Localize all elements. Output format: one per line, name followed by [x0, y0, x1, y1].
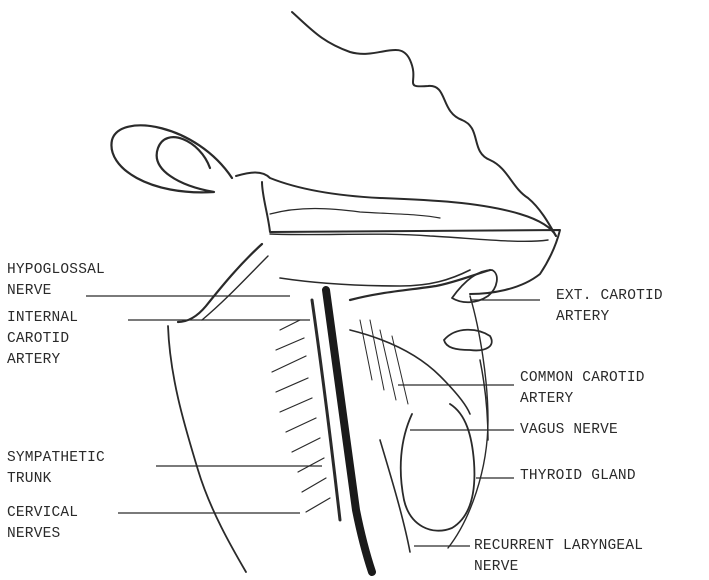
arterial-branch	[350, 330, 470, 414]
label-thyroid-gland: THYROID GLAND	[520, 466, 636, 487]
cervical-nerve-hatching	[272, 320, 330, 512]
label-sympathetic-trunk: SYMPATHETIC TRUNK	[7, 448, 105, 490]
label-ext-carotid-artery: EXT. CAROTID ARTERY	[556, 286, 663, 328]
styloid-process	[178, 244, 262, 322]
skull-base-texture	[270, 209, 440, 219]
mandible-lower	[270, 234, 548, 241]
label-common-carotid-artery: COMMON CAROTID ARTERY	[520, 368, 645, 410]
carotid-column	[326, 290, 372, 572]
ear	[111, 125, 232, 192]
thyroid-gland	[401, 404, 475, 531]
larynx	[444, 330, 492, 351]
label-internal-carotid-artery: INTERNAL CAROTID ARTERY	[7, 308, 78, 371]
label-recurrent-laryngeal-nerve: RECURRENT LARYNGEAL NERVE	[474, 536, 643, 578]
label-cervical-nerves: CERVICAL NERVES	[7, 503, 78, 545]
mid-face-outline	[236, 173, 556, 237]
label-hypoglossal-nerve: HYPOGLOSSAL NERVE	[7, 260, 105, 302]
head-outline	[292, 12, 556, 236]
styloid-process-2	[202, 256, 268, 320]
recurrent-nerve-path	[380, 440, 410, 552]
vagus-hatching	[360, 320, 408, 404]
neck-back-outline	[168, 326, 246, 572]
label-vagus-nerve: VAGUS NERVE	[520, 420, 618, 441]
hypoglossal-course	[280, 270, 470, 286]
